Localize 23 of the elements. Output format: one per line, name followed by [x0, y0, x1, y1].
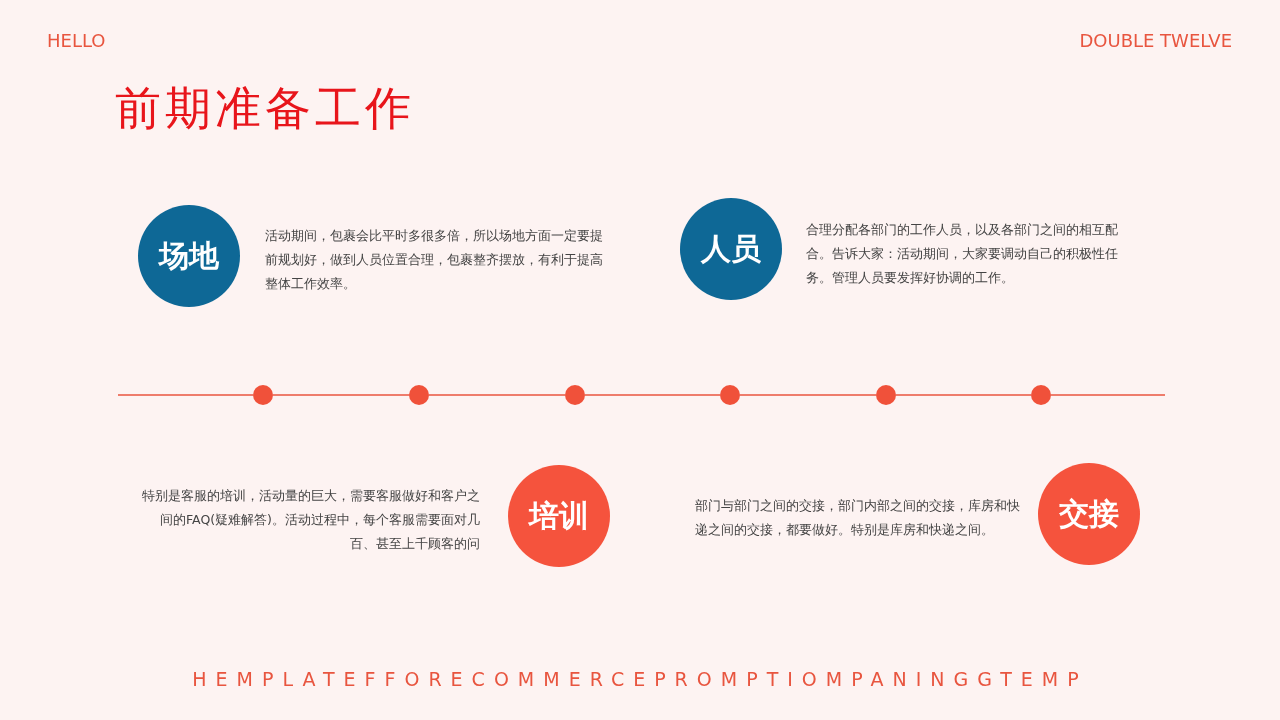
timeline-dot [720, 385, 740, 405]
timeline-dot [876, 385, 896, 405]
description-text: 活动期间，包裹会比平时多很多倍，所以场地方面一定要提前规划好，做到人员位置合理，包裹整齐摆放，有利于提高整体工作效率。 [265, 227, 604, 293]
timeline-line [428, 394, 566, 396]
description-text: 特别是客服的培训，活动量的巨大，需要客服做好和客户之间的FAQ(疑难解答)。活动过程中，每个客服需要面对几百、甚至上千顾客的问 [141, 487, 480, 553]
slide-title: 前期准备工作 [115, 80, 415, 137]
badge-title: 培训 [529, 496, 589, 535]
badge-title: 场地 [159, 236, 219, 275]
corner-text: HELLO [47, 30, 106, 51]
timeline-line [584, 394, 721, 396]
description-text: 合理分配各部门的工作人员，以及各部门之间的相互配合。告诉大家：活动期间，大家要调动自己的积极性任务。管理人员要发挥好协调的工作。 [806, 221, 1119, 287]
timeline-dot [409, 385, 429, 405]
timeline-dot [565, 385, 585, 405]
corner-text: DOUBLE TWELVE [1079, 30, 1232, 51]
footer-text: HEMPLATEFFORECOMMERCEPROMPTIOMPANINGGTEMP [192, 668, 1088, 690]
timeline-line [739, 394, 877, 396]
timeline-line [272, 394, 410, 396]
timeline-dot [1031, 385, 1051, 405]
description-text: 部门与部门之间的交接，部门内部之间的交接，库房和快递之间的交接，都要做好。特别是库房和快递之间。 [695, 497, 1020, 539]
badge-title: 人员 [701, 229, 761, 268]
timeline-line [895, 394, 1032, 396]
timeline-dot [253, 385, 273, 405]
badge-title: 交接 [1059, 494, 1119, 533]
